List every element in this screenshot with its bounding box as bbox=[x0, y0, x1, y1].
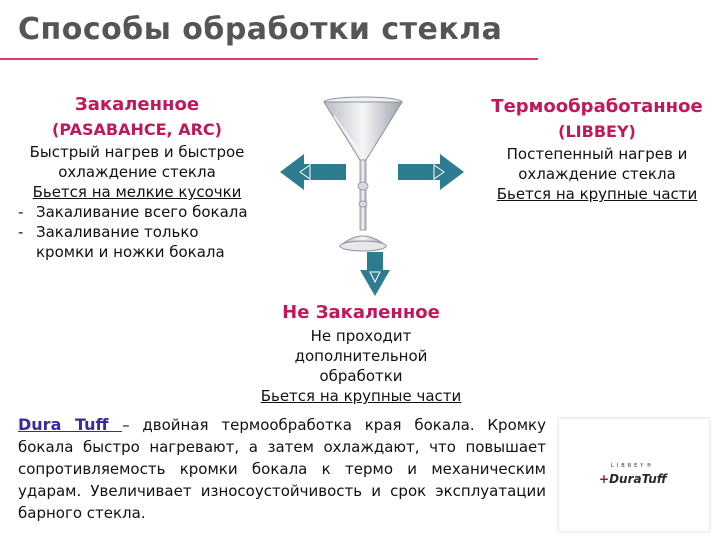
duratuff-paragraph: Dura Tuff – двойная термообработка края … bbox=[18, 414, 546, 524]
duratuff-text: – двойная термообработка края бокала. Кр… bbox=[18, 416, 546, 522]
heat-treated-description: Постепенный нагрев и охлаждение стекла bbox=[506, 145, 688, 183]
arrow-right-icon bbox=[398, 154, 464, 190]
heat-treated-breaks: Бьется на крупные части bbox=[496, 185, 698, 203]
title-underline bbox=[0, 58, 538, 60]
duratuff-name: Dura Tuff bbox=[18, 415, 123, 434]
heat-treated-heading: Термообработанное bbox=[491, 96, 703, 117]
untempered-description: Не проходит дополнительной обработки bbox=[294, 327, 428, 385]
untempered-heading: Не Закаленное bbox=[282, 302, 440, 323]
logo-brand-small: LIBBEY® bbox=[611, 463, 655, 469]
heat-treated-brands: (LIBBEY) bbox=[558, 122, 636, 141]
tempered-breaks: Бьется на мелкие кусочки bbox=[32, 183, 242, 201]
martini-glass-icon bbox=[323, 96, 403, 252]
tempered-brands: (PASABAHCE, ARC) bbox=[52, 120, 222, 139]
heat-treated-section: Термообработанное (LIBBEY) Постепенный н… bbox=[484, 94, 710, 204]
untempered-breaks: Бьется на крупные части bbox=[260, 387, 462, 405]
tempered-section: Закаленное (PASABAHCE, ARC) Быстрый нагр… bbox=[14, 92, 260, 262]
arrow-left-icon bbox=[280, 154, 346, 190]
arrow-down-icon bbox=[360, 252, 390, 296]
list-item: Закаливание только кромки и ножки бокала bbox=[14, 222, 260, 262]
untempered-section: Не Закаленное Не проходит дополнительной… bbox=[256, 300, 466, 406]
tempered-heading: Закаленное bbox=[74, 94, 200, 115]
logo-brand-main: +DuraTuff bbox=[599, 472, 667, 486]
page-title: Способы обработки стекла bbox=[18, 12, 503, 47]
duratuff-logo: LIBBEY® +DuraTuff bbox=[558, 418, 710, 532]
tempered-description: Быстрый нагрев и быстрое охлаждение стек… bbox=[29, 143, 245, 181]
list-item: Закаливание всего бокала bbox=[14, 202, 260, 222]
logo-brand-text: DuraTuff bbox=[609, 472, 667, 486]
tempered-list: Закаливание всего бокала Закаливание тол… bbox=[14, 202, 260, 262]
logo-plus: + bbox=[599, 472, 610, 486]
